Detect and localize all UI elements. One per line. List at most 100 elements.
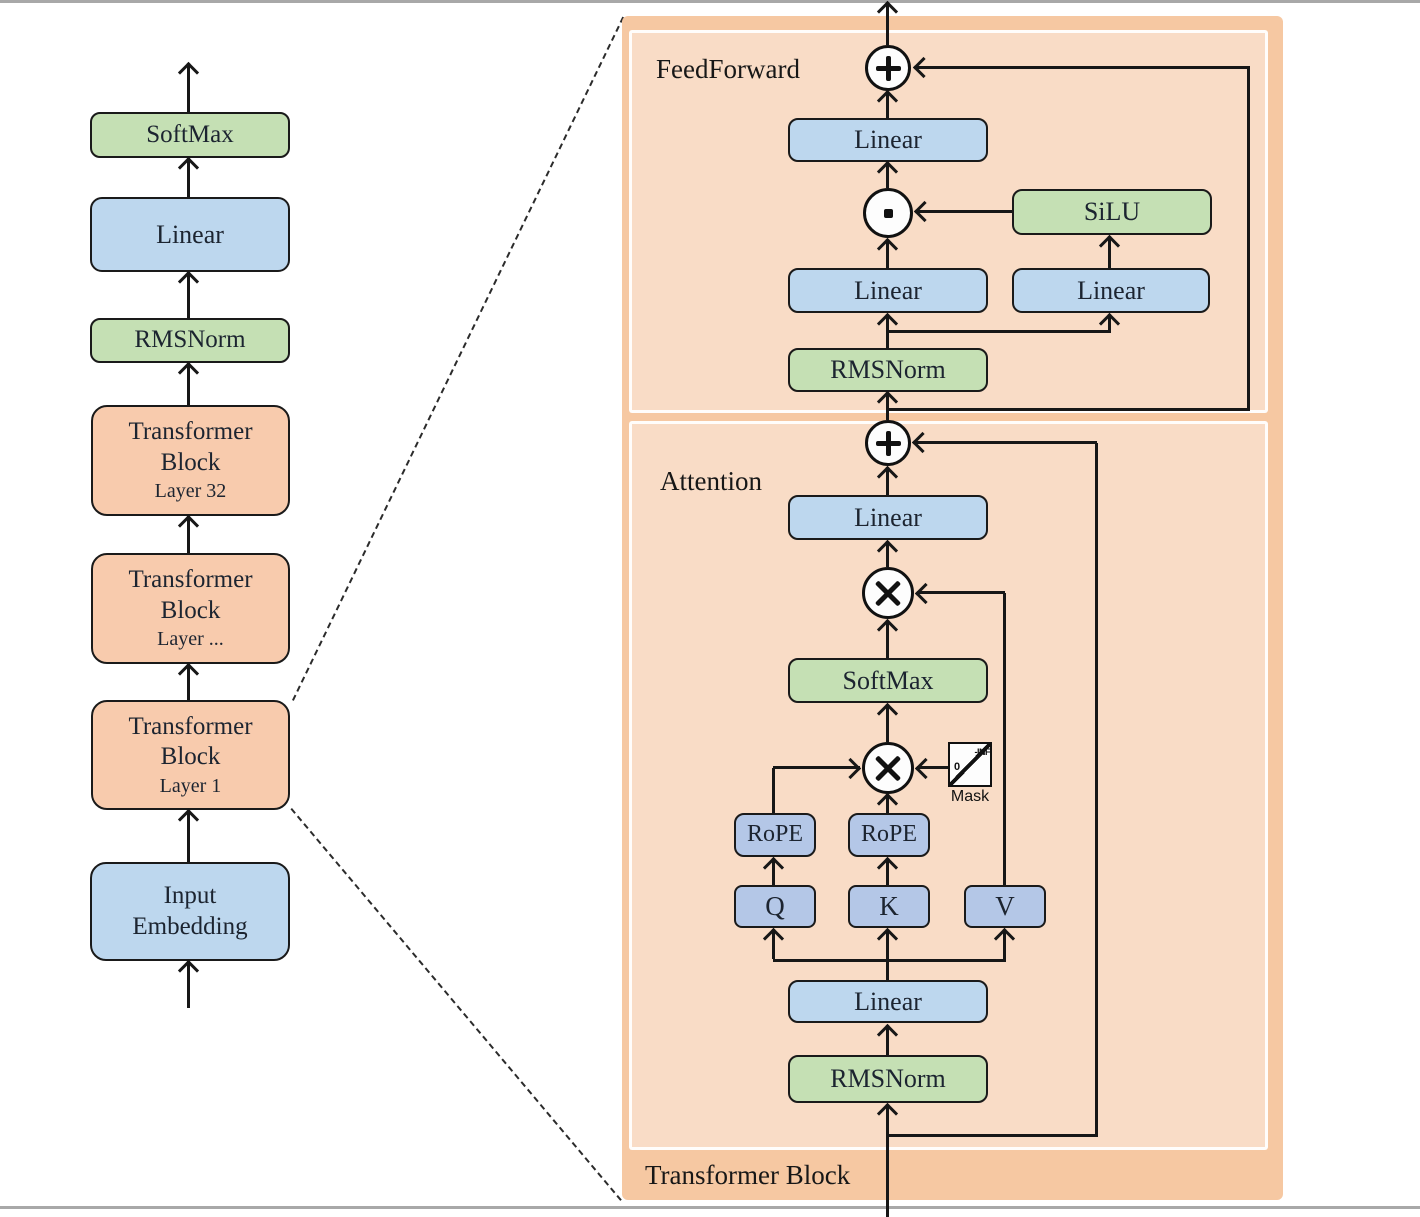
zoom-dashed-line-bottom (290, 808, 622, 1201)
arrow-stem (886, 797, 889, 813)
arrow-stem (886, 164, 889, 188)
transformer-block-label: Transformer Block (645, 1160, 851, 1190)
arrow-stem (772, 860, 775, 885)
branch-line (1108, 316, 1111, 333)
arrowhead-up-icon (177, 361, 200, 384)
arrow-stem (886, 622, 889, 658)
mask-zero-label: 0 (954, 761, 961, 773)
residual-line (914, 441, 1097, 444)
block-label-line: Input (163, 882, 217, 909)
arrowhead-up-icon (177, 808, 200, 831)
block-label-line: Block (160, 743, 221, 771)
block-label-line: Block (160, 596, 221, 624)
arrow-stem (886, 92, 889, 118)
mask-neg-inf-label: -INF (974, 747, 991, 757)
ff-linear-right-box: Linear (1012, 268, 1210, 313)
arrow-line (916, 210, 1012, 213)
arrow-stem (886, 240, 889, 268)
arrow-stem (1108, 238, 1111, 268)
block-label-line: Embedding (132, 912, 248, 940)
input-stem (886, 1107, 889, 1217)
arrow-stem (187, 66, 190, 112)
arrow-stem (886, 931, 889, 959)
attn-linear-out-box: Linear (788, 495, 988, 540)
arrow-stem (1003, 931, 1006, 959)
top-border-line (0, 0, 1420, 3)
block-label-line: Transformer (128, 418, 253, 446)
k-box: K (848, 885, 930, 928)
residual-line (915, 66, 1250, 69)
split-stem (886, 962, 889, 980)
matmul-icon (862, 567, 914, 619)
block-layer-label: Layer 32 (154, 480, 227, 503)
arrow-stem (886, 394, 889, 420)
arrowhead-up-icon (177, 959, 200, 982)
arrow-stem (886, 860, 889, 885)
arrow-stem (772, 931, 775, 959)
ff-silu-box: SiLU (1012, 189, 1212, 235)
rope-k-box: RoPE (848, 813, 930, 857)
block-label-line: Transformer (128, 566, 253, 594)
feedforward-label: FeedForward (656, 54, 800, 84)
arrowhead-up-icon (177, 270, 200, 293)
arrow-stem (187, 664, 190, 700)
residual-line (1247, 67, 1250, 410)
arrowhead-up-icon (177, 61, 200, 84)
left-rmsnorm-box: RMSNorm (90, 318, 290, 363)
block-layer-label: Layer ... (157, 628, 224, 651)
branch-line (888, 330, 1111, 333)
left-transformer-block-1: Transformer Block Layer 1 (91, 700, 290, 810)
arrow-stem (886, 5, 889, 45)
arrow-stem (187, 810, 190, 862)
arrow-stem (187, 363, 190, 405)
residual-line (888, 408, 1250, 411)
attn-linear-in-box: Linear (788, 980, 988, 1023)
block-layer-label: Layer 1 (159, 774, 222, 797)
residual-line (1095, 443, 1098, 1137)
attention-label: Attention (660, 466, 762, 496)
left-transformer-block-mid: Transformer Block Layer ... (91, 553, 290, 664)
add-icon (865, 45, 911, 91)
arrow-stem (886, 469, 889, 495)
arrow-stem (886, 316, 889, 348)
ff-rmsnorm-box: RMSNorm (788, 348, 988, 392)
arrowhead-up-icon (177, 662, 200, 685)
q-path-line (773, 766, 860, 769)
rope-q-box: RoPE (734, 813, 816, 857)
attn-rmsnorm-box: RMSNorm (788, 1055, 988, 1103)
arrow-line (917, 766, 948, 769)
plus-hbar (876, 441, 901, 446)
arrowhead-up-icon (177, 156, 200, 179)
residual-line (888, 1134, 1098, 1137)
arrowhead-up-icon (177, 514, 200, 537)
v-path-line (917, 591, 1005, 594)
matmul-icon (862, 742, 914, 794)
arrow-stem (187, 272, 190, 318)
v-path-line (1003, 593, 1006, 885)
mask-icon: -INF 0 (948, 742, 992, 787)
block-label-line: Block (160, 448, 221, 476)
attn-softmax-box: SoftMax (788, 658, 988, 703)
arrow-stem (886, 543, 889, 567)
add-icon (865, 420, 911, 466)
ff-linear-out-box: Linear (788, 118, 988, 162)
split-line (773, 959, 1006, 962)
arrow-stem (187, 158, 190, 197)
mask-label: Mask (950, 788, 990, 805)
zoom-dashed-line-top (292, 16, 625, 701)
arrow-stem (886, 706, 889, 742)
ff-linear-left-box: Linear (788, 268, 988, 313)
arrow-stem (886, 1027, 889, 1055)
left-softmax-box: SoftMax (90, 112, 290, 158)
block-label-line: Transformer (128, 712, 253, 740)
v-box: V (964, 885, 1046, 928)
bottom-border-line (0, 1206, 1420, 1209)
arrow-stem (187, 516, 190, 553)
dot-mark (884, 209, 893, 218)
left-transformer-block-32: Transformer Block Layer 32 (91, 405, 290, 516)
left-input-embedding-box: Input Embedding (90, 862, 290, 961)
q-box: Q (734, 885, 816, 928)
q-path-line (772, 768, 775, 813)
plus-hbar (876, 66, 901, 71)
